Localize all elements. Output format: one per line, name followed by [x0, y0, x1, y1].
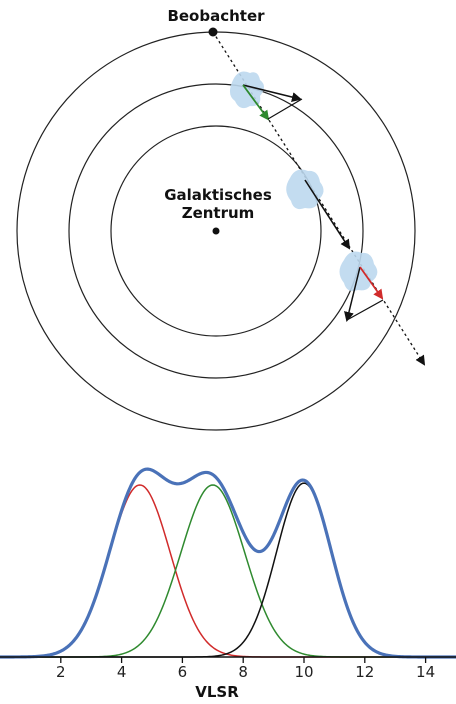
total-profile-curve [0, 467, 456, 659]
center-label-line2: Zentrum [182, 204, 255, 222]
tangent-cloud-vectors [304, 179, 351, 250]
x-tick-label: 12 [355, 663, 374, 681]
far-projection-line [346, 299, 384, 321]
center-label-line1: Galaktisches [164, 186, 272, 204]
chart-curves [0, 467, 456, 659]
near-radial-vector [242, 84, 270, 121]
x-tick-label: 14 [416, 663, 435, 681]
observer-dot [208, 27, 218, 37]
x-tick-label: 4 [117, 663, 127, 681]
x-tick-label: 6 [178, 663, 188, 681]
near-cloud-vectors [242, 84, 303, 121]
x-tick-label: 8 [238, 663, 248, 681]
tangent-rotation-vector [304, 179, 351, 250]
x-tick-label: 2 [56, 663, 66, 681]
gas-clouds [229, 71, 378, 292]
x-axis-ticks: 2 4 6 8 10 12 14 [56, 657, 435, 681]
observer-label: Beobachter [167, 7, 265, 25]
inner-orbit-circle [110, 125, 322, 337]
tangent-cloud [286, 169, 324, 210]
middle-orbit-circle [68, 83, 364, 379]
component-curve-3 [0, 482, 456, 658]
far-rotation-vector [344, 266, 361, 322]
component-curve-1 [0, 484, 456, 658]
component-curve-2 [0, 484, 456, 658]
near-rotation-vector [242, 84, 302, 102]
far-cloud-vectors [344, 266, 384, 322]
galaxy-diagram: Beobachter Galaktisches Zentrum [16, 7, 426, 431]
near-projection-line [267, 98, 303, 120]
velocity-profile-chart: 2 4 6 8 10 12 14 VLSR [0, 467, 456, 701]
x-tick-label: 10 [294, 663, 313, 681]
x-axis-label: VLSR [195, 683, 239, 701]
far-radial-vector [359, 266, 384, 300]
galactic-center-dot [212, 227, 220, 235]
